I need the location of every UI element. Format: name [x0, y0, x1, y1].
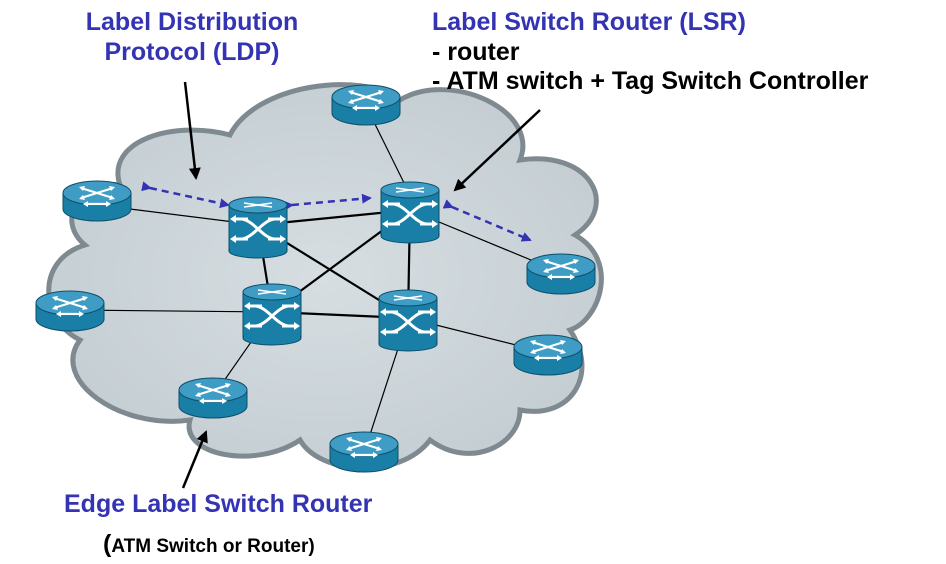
callout-arrow-lsr	[453, 109, 541, 192]
ldp-arrow	[283, 193, 372, 211]
edge-lsr-sublabel-text: ATM Switch or Router)	[111, 536, 315, 557]
router-left-top	[62, 180, 132, 222]
ldp-label-line1: Label Distribution	[85, 8, 299, 36]
lsr-label-item-router: - router	[432, 37, 520, 66]
switch-core-4	[378, 289, 438, 352]
atm-switch-icon	[378, 289, 438, 352]
router-edge-bottom-left	[178, 377, 248, 419]
router-icon	[329, 431, 399, 473]
lsr-label-item-atm: - ATM switch + Tag Switch Controller	[432, 67, 869, 95]
router-right-low	[513, 334, 583, 376]
ldp-label-line2: Protocol (LDP)	[104, 37, 280, 66]
ldp-arrow	[442, 199, 532, 242]
router-icon	[526, 253, 596, 295]
atm-switch-icon	[228, 196, 288, 259]
switch-core-2	[380, 181, 440, 244]
switch-core-1	[228, 196, 288, 259]
router-left-mid	[35, 290, 105, 332]
router-icon	[35, 290, 105, 332]
router-bottom	[329, 431, 399, 473]
edge-lsr-sublabel-paren: (	[103, 530, 112, 558]
callout-arrow-edge	[181, 430, 208, 489]
atm-switch-icon	[380, 181, 440, 244]
edge-lsr-sublabel: (ATM Switch or Router)	[103, 530, 315, 560]
ldp-label: Label Distribution Protocol (LDP)	[62, 8, 322, 67]
callout-arrow-ldp	[183, 81, 201, 180]
edge-lsr-label: Edge Label Switch Router	[64, 490, 373, 518]
router-right-mid	[526, 253, 596, 295]
ldp-arrow	[141, 181, 230, 209]
atm-switch-icon	[242, 283, 302, 346]
router-top	[331, 84, 401, 126]
switch-core-3	[242, 283, 302, 346]
cloud-outline	[46, 82, 604, 471]
ldp-arrows	[141, 181, 532, 242]
lsr-label: Label Switch Router (LSR) - router - ATM…	[432, 8, 868, 97]
callout-arrows	[181, 81, 541, 489]
lsr-label-title: Label Switch Router (LSR)	[432, 8, 746, 36]
router-icon	[62, 180, 132, 222]
router-icon	[331, 84, 401, 126]
network-cloud	[46, 82, 604, 471]
router-icon	[178, 377, 248, 419]
router-icon	[513, 334, 583, 376]
